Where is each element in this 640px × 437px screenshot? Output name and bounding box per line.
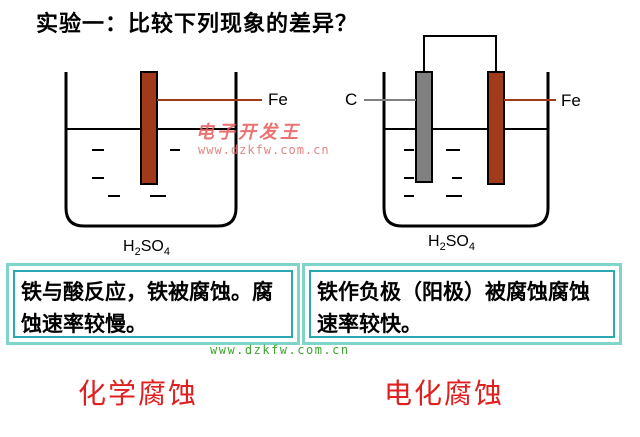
right-description-text: 铁作负极（阳极）被腐蚀腐蚀速率较快。 xyxy=(309,270,615,338)
connecting-wire xyxy=(423,35,497,72)
carbon-electrode xyxy=(364,71,433,183)
left-description-box: 铁与酸反应，铁被腐蚀。腐蚀速率较慢。 xyxy=(6,263,300,345)
carbon-label: C xyxy=(345,90,358,109)
right-beaker xyxy=(382,72,550,228)
right-solution-formula: H2SO4 xyxy=(428,233,475,254)
bottom-url: www.dzkfw.com.cn xyxy=(210,343,350,357)
right-iron-electrode xyxy=(487,71,556,185)
page-title: 实验一：比较下列现象的差异？ xyxy=(36,12,359,37)
right-description-box: 铁作负极（阳极）被腐蚀腐蚀速率较快。 xyxy=(302,263,622,345)
right-fe-label: Fe xyxy=(561,91,581,110)
right-caption: 电化腐蚀 xyxy=(384,377,505,410)
left-caption: 化学腐蚀 xyxy=(78,377,199,410)
watermark-url: www.dzkfw.com.cn xyxy=(198,143,330,157)
left-fe-label: Fe xyxy=(268,90,288,109)
left-solution-formula: H2SO4 xyxy=(123,238,170,259)
left-description-text: 铁与酸反应，铁被腐蚀。腐蚀速率较慢。 xyxy=(13,270,293,338)
left-iron-electrode xyxy=(140,71,262,185)
watermark-logo: 电子开发王 xyxy=(196,122,301,143)
